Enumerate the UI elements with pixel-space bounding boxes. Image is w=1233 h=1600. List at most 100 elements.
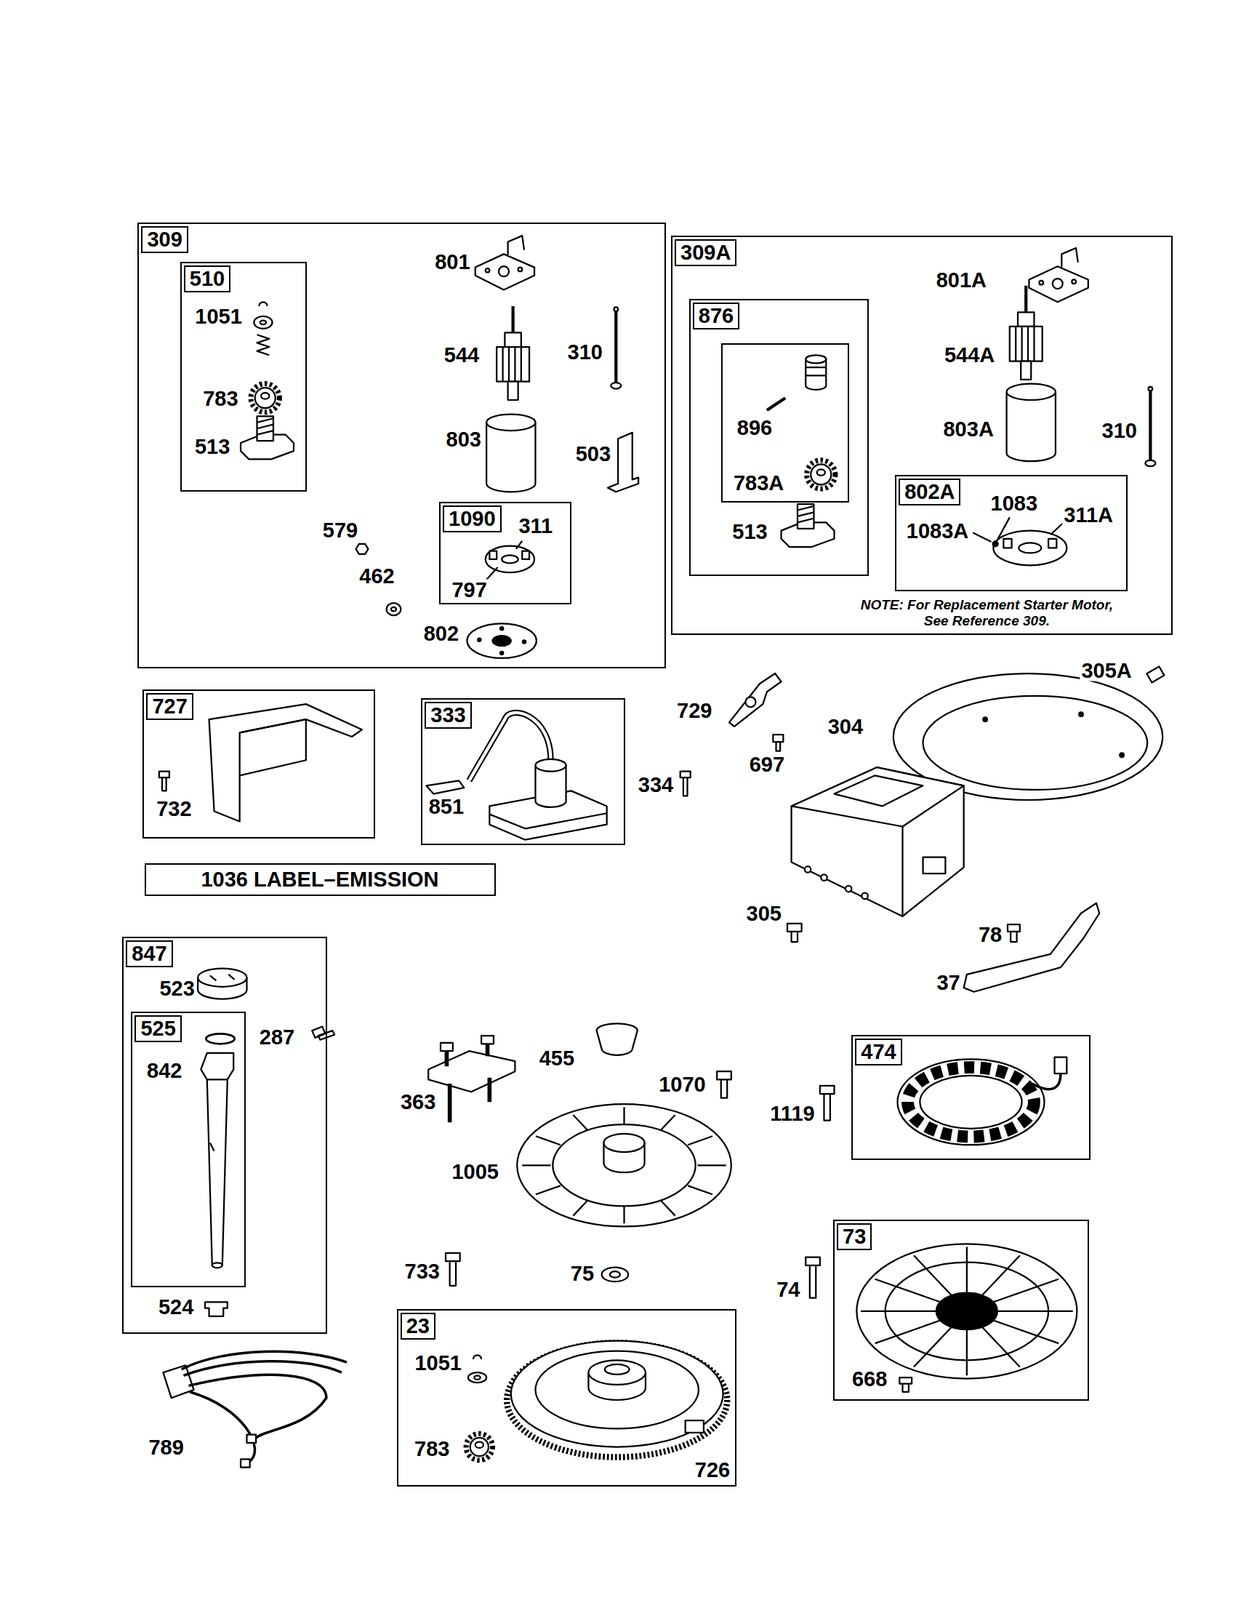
armature — [1017, 311, 1034, 327]
motor-housing — [486, 414, 536, 431]
motor-housing — [1006, 391, 1056, 461]
emission-label-box: 1036 LABEL–EMISSION — [144, 862, 496, 896]
flywheel-fan — [603, 1133, 645, 1152]
group-number: 510 — [183, 265, 231, 293]
group-number: 802A — [898, 478, 961, 506]
dipstick-assembly — [210, 974, 235, 981]
brush-plate — [485, 540, 535, 580]
blower-housing — [791, 766, 965, 917]
armature — [1024, 285, 1028, 312]
drive-kit-parts — [255, 387, 276, 408]
brush-plate — [501, 554, 518, 563]
callout-number: 310 — [1100, 419, 1139, 441]
through-bolt — [610, 382, 621, 389]
callout-number: 544 — [442, 343, 481, 365]
callout-number: 363 — [399, 1091, 437, 1113]
starter-clutch-parts — [466, 1354, 493, 1460]
armature — [504, 332, 521, 347]
callout-number: 544A — [942, 343, 996, 365]
ignition-armature — [426, 780, 464, 794]
callout-number: 305A — [1079, 659, 1133, 681]
armature — [496, 306, 530, 400]
bolt — [445, 1252, 461, 1286]
brush-plate — [993, 530, 1067, 566]
drive-kit-parts — [817, 468, 826, 475]
end-cap-bracket — [508, 235, 525, 256]
drive-helix — [781, 503, 835, 547]
ignition-armature — [489, 812, 607, 829]
brush-plate — [993, 540, 999, 546]
bracket-strip — [607, 432, 639, 492]
drive-kit-parts — [766, 397, 786, 411]
through-bolt — [1148, 389, 1152, 461]
dipstick-assembly — [212, 1262, 223, 1268]
starter-clutch-parts — [473, 1354, 482, 1359]
callout-number: 37 — [934, 972, 962, 994]
dust-cover — [492, 635, 512, 646]
dust-cover — [477, 638, 481, 642]
callout-number: 287 — [258, 1026, 296, 1048]
end-cap-bracket — [1028, 247, 1088, 302]
screw — [787, 923, 802, 942]
wire-harness — [162, 1364, 194, 1398]
screw — [805, 1256, 821, 1298]
callout-number: 1051 — [412, 1351, 464, 1373]
callout-number: 334 — [636, 773, 675, 795]
callout-number: 726 — [693, 1459, 732, 1481]
screw — [159, 771, 170, 791]
blower-housing — [804, 865, 811, 872]
callout-number: 1051 — [193, 306, 244, 328]
callout-number: 801A — [934, 269, 988, 291]
flywheel-fan — [521, 1106, 727, 1223]
screw — [159, 771, 170, 791]
blower-housing — [1078, 711, 1084, 717]
screw — [311, 1025, 335, 1039]
wire-harness — [240, 1458, 251, 1467]
armature — [1009, 285, 1043, 380]
callout-number: 304 — [826, 715, 865, 737]
flywheel-fan — [516, 1103, 732, 1226]
screw — [787, 923, 802, 942]
callout-number: 802 — [422, 622, 461, 644]
alternator-stator — [908, 1067, 1035, 1137]
screw — [772, 734, 783, 751]
baffle-strip — [964, 902, 1100, 992]
callout-number: 579 — [321, 519, 360, 541]
callout-number: 803 — [444, 428, 483, 451]
kit-box: 231051783726 — [396, 1308, 737, 1486]
kit-box: 896783A876513802A10831083A311A309A801A54… — [671, 235, 1173, 635]
callout-number: 1119 — [768, 1102, 816, 1124]
callout-number: 783 — [412, 1437, 451, 1459]
dust-cover — [500, 626, 504, 630]
group-number: 847 — [125, 940, 173, 967]
callout-number: 305 — [745, 902, 783, 924]
callout-number: 524 — [157, 1295, 195, 1317]
drive-kit-parts — [806, 460, 836, 489]
flywheel — [511, 1340, 724, 1447]
screw — [805, 1256, 821, 1298]
group-number: 309A — [674, 239, 737, 267]
grommet — [205, 1301, 228, 1316]
flywheel — [685, 1419, 704, 1433]
through-bolt — [1148, 386, 1154, 392]
ignition-armature — [535, 758, 566, 772]
dipstick-assembly — [197, 968, 247, 987]
kit-box: 525842 — [130, 1011, 246, 1287]
callout-number: 797 — [450, 579, 488, 601]
dust-cover — [522, 639, 526, 643]
screw — [1007, 924, 1020, 942]
armature — [1009, 326, 1043, 362]
group-number: 876 — [692, 302, 740, 330]
drive-kit-parts — [250, 383, 280, 413]
callout-number: 729 — [675, 699, 714, 721]
callout-number: 1083 — [989, 492, 1040, 514]
flywheel — [535, 1350, 698, 1429]
washer — [386, 602, 402, 616]
brush-plate — [1048, 538, 1057, 549]
ignition-armature — [426, 712, 607, 840]
alternator-stator — [897, 1058, 1044, 1145]
rotating-screen — [856, 1243, 1077, 1378]
end-cap-bracket — [1061, 247, 1078, 269]
starter-clutch-parts — [466, 1432, 493, 1460]
